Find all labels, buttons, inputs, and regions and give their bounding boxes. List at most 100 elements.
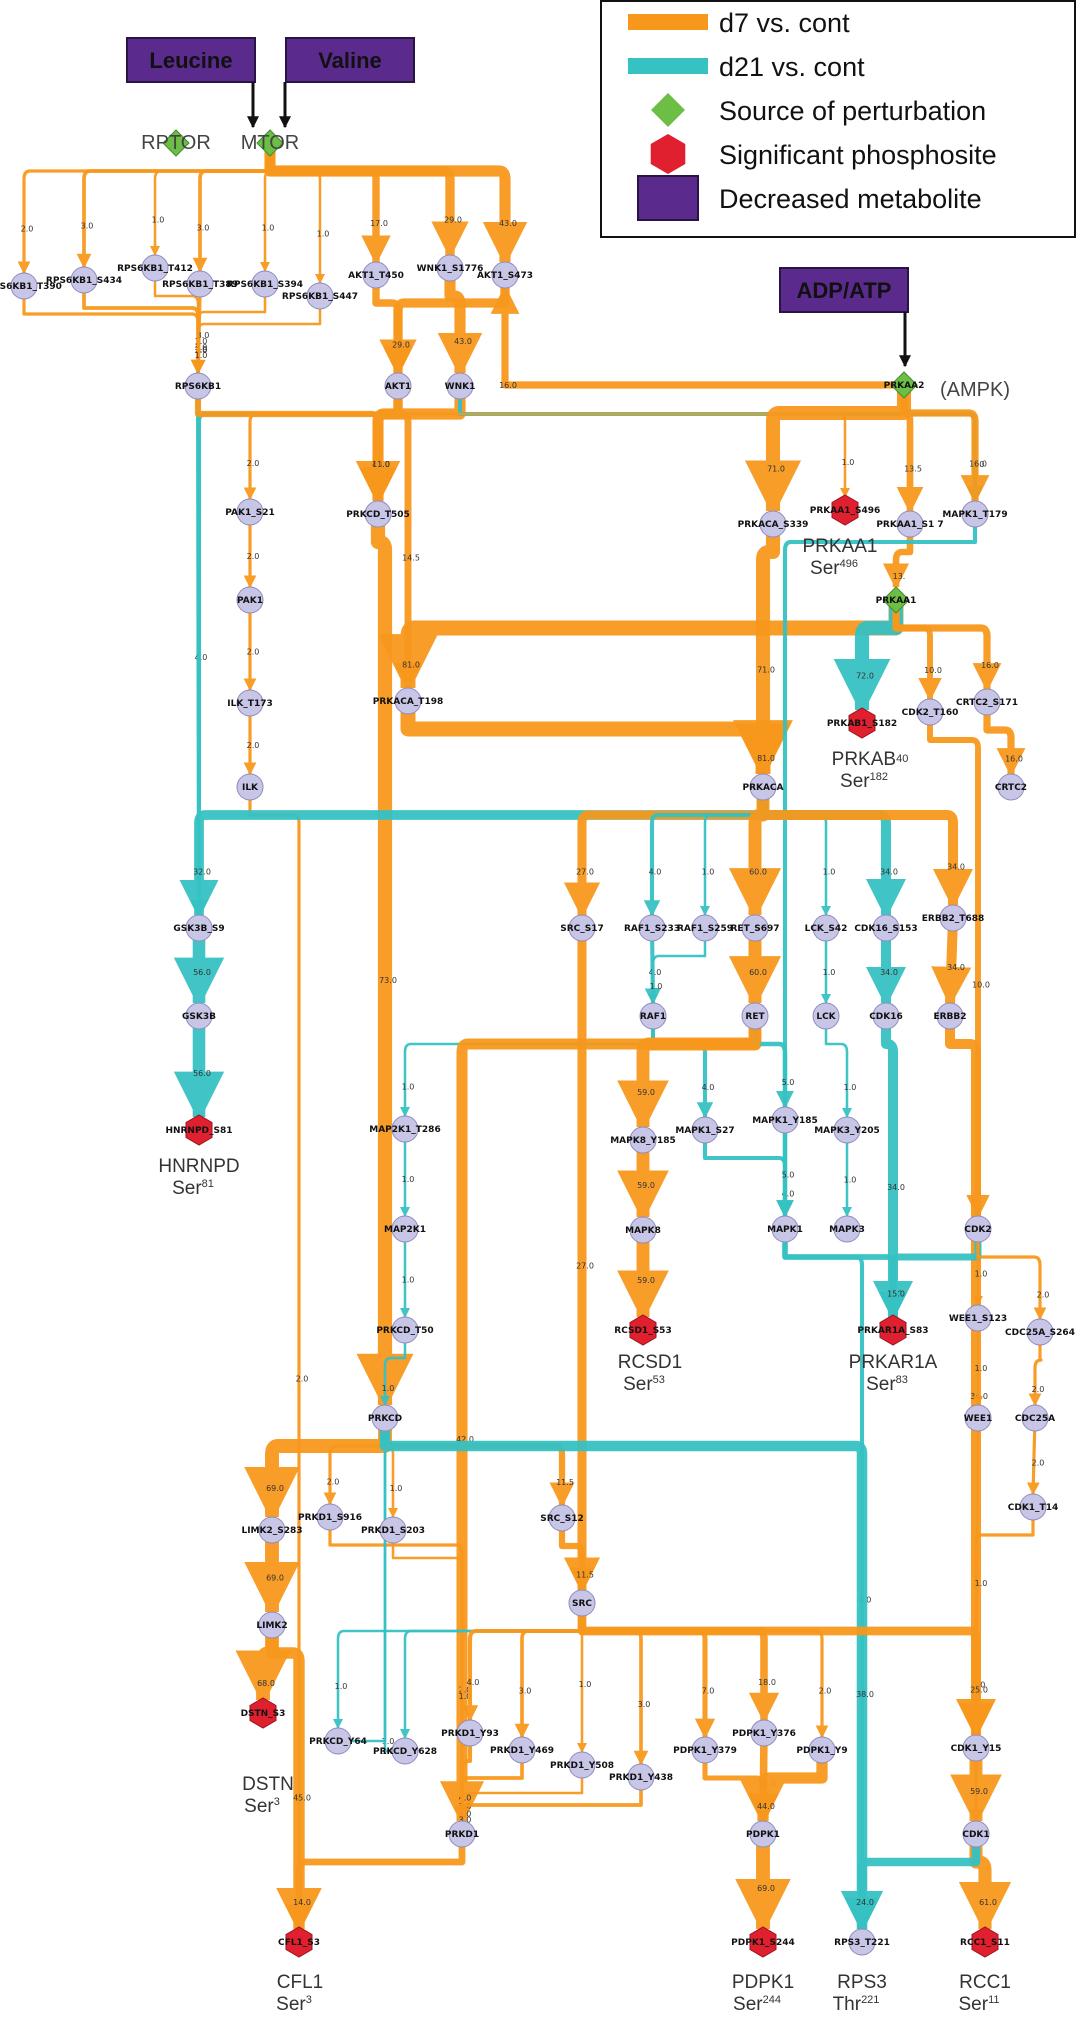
node-gsk3b-s9[interactable]: GSK3B_S9 bbox=[173, 914, 225, 942]
node-prkcd-y628[interactable]: PRKCD_Y628 bbox=[373, 1737, 437, 1765]
node-limk2[interactable]: LIMK2 bbox=[256, 1611, 288, 1639]
node-raf1-s233[interactable]: RAF1_S233 bbox=[624, 914, 680, 942]
node-prkcd-t505[interactable]: PRKCD_T505 bbox=[346, 500, 410, 528]
node-prkd1-y469[interactable]: PRKD1_Y469 bbox=[490, 1736, 554, 1764]
node-rptor[interactable]: RPTOR bbox=[141, 129, 211, 157]
node-prkaa1-s17[interactable]: PRKAA1_S1 7 bbox=[876, 510, 944, 538]
node-src[interactable]: SRC bbox=[568, 1589, 596, 1617]
node-cfl1-s3[interactable]: CFL1_S3 bbox=[278, 1926, 320, 1958]
node-rps6kb1[interactable]: RPS6KB1 bbox=[175, 372, 221, 400]
node-lck-s42[interactable]: LCK_S42 bbox=[805, 914, 848, 942]
node-circle bbox=[872, 914, 900, 942]
node-raf1[interactable]: RAF1 bbox=[639, 1002, 667, 1030]
node-prkaca[interactable]: PRKACA bbox=[742, 773, 784, 801]
node-wee1-s123[interactable]: WEE1_S123 bbox=[949, 1304, 1007, 1332]
node-rps6kb1-s434[interactable]: RPS6KB1_S434 bbox=[46, 266, 122, 294]
node-akt1[interactable]: AKT1 bbox=[384, 372, 412, 400]
node-circle bbox=[324, 1727, 352, 1755]
node-mapk8[interactable]: MAPK8 bbox=[625, 1216, 661, 1244]
node-wee1[interactable]: WEE1 bbox=[964, 1404, 993, 1432]
node-rps6kb1-t412[interactable]: RPS6KB1_T412 bbox=[117, 254, 193, 282]
edge-cdk2-to-cdc25a-s264 bbox=[976, 1229, 1047, 1321]
node-pak1[interactable]: PAK1 bbox=[236, 586, 264, 614]
node-prkd1[interactable]: PRKD1 bbox=[445, 1820, 479, 1848]
node-rps3-t221[interactable]: RPS3_T221 bbox=[834, 1928, 890, 1956]
node-prkd1-y438[interactable]: PRKD1_Y438 bbox=[609, 1763, 673, 1791]
node-crtc2[interactable]: CRTC2 bbox=[995, 773, 1027, 801]
node-rcc1-s11[interactable]: RCC1_S11 bbox=[960, 1926, 1010, 1958]
node-pdpk1-y9[interactable]: PDPK1_Y9 bbox=[796, 1736, 848, 1764]
node-hnrnpd-s81[interactable]: HNRNPD_S81 bbox=[165, 1114, 233, 1146]
node-cdk1-y15[interactable]: CDK1_Y15 bbox=[951, 1734, 1002, 1762]
node-pak1-s21[interactable]: PAK1_S21 bbox=[225, 498, 275, 526]
edge-weight-label: 1.0 bbox=[975, 1270, 988, 1279]
edge-weight-label: 59.0 bbox=[637, 1088, 655, 1097]
node-akt1-t450[interactable]: AKT1_T450 bbox=[348, 261, 404, 289]
node-ilk[interactable]: ILK bbox=[236, 773, 264, 801]
edge-akt1-s473-to-akt1 bbox=[379, 275, 510, 377]
node-ret[interactable]: RET bbox=[741, 1002, 769, 1030]
edge-weight-label: 34.0 bbox=[880, 968, 898, 977]
node-mapk1-y185[interactable]: MAPK1_Y185 bbox=[752, 1106, 818, 1134]
node-wnk1-s1776[interactable]: WNK1_S1776 bbox=[417, 254, 484, 282]
node-map2k1-t286[interactable]: MAP2K1_T286 bbox=[369, 1115, 441, 1143]
node-rps6kb1-t389[interactable]: RPS6KB1_T389 bbox=[162, 270, 238, 298]
node-akt1-s473[interactable]: AKT1_S473 bbox=[477, 261, 533, 289]
edge-cdk1-to-rps3-t221 bbox=[844, 1834, 981, 1933]
node-label: WNK1_S1776 bbox=[417, 264, 484, 274]
node-mapk3[interactable]: MAPK3 bbox=[829, 1215, 865, 1243]
node-mapk8-y185[interactable]: MAPK8_Y185 bbox=[610, 1126, 676, 1154]
node-pdpk1-y376[interactable]: PDPK1_Y376 bbox=[732, 1719, 796, 1747]
edge-weight-label: 60.0 bbox=[749, 868, 767, 877]
node-erbb2-t688[interactable]: ERBB2_T688 bbox=[922, 904, 985, 932]
node-prkcd-y64[interactable]: PRKCD_Y64 bbox=[309, 1727, 367, 1755]
node-dstn-s3[interactable]: DSTN_S3 bbox=[241, 1697, 286, 1729]
edge-mtor-to-rps6kb1-s447 bbox=[268, 143, 326, 285]
node-prkaa1[interactable]: PRKAA1 bbox=[876, 586, 917, 614]
node-pdpk1-s244[interactable]: PDPK1_S244 bbox=[731, 1926, 795, 1958]
node-prkd1-y508[interactable]: PRKD1_Y508 bbox=[550, 1751, 614, 1779]
node-gsk3b[interactable]: GSK3B bbox=[182, 1002, 216, 1030]
node-raf1-s259[interactable]: RAF1_S259 bbox=[677, 914, 733, 942]
node-mapk1-s27[interactable]: MAPK1_S27 bbox=[675, 1116, 735, 1144]
node-cdc25a-s264[interactable]: CDC25A_S264 bbox=[1005, 1318, 1075, 1346]
node-src-s17[interactable]: SRC_S17 bbox=[560, 914, 604, 942]
node-erbb2[interactable]: ERBB2 bbox=[933, 1002, 967, 1030]
node-mapk3-y205[interactable]: MAPK3_Y205 bbox=[814, 1116, 880, 1144]
node-prkar1a-s83[interactable]: PRKAR1A_S83 bbox=[857, 1314, 929, 1346]
node-prkcd-t50[interactable]: PRKCD_T50 bbox=[376, 1316, 434, 1344]
node-lck[interactable]: LCK bbox=[812, 1002, 840, 1030]
node-rps6kb1-s394[interactable]: RPS6KB1_S394 bbox=[227, 270, 303, 298]
node-ilk-t173[interactable]: ILK_T173 bbox=[227, 689, 273, 717]
node-cdk16[interactable]: CDK16 bbox=[869, 1002, 903, 1030]
node-cdk1-t14[interactable]: CDK1_T14 bbox=[1008, 1493, 1058, 1521]
node-crtc2-s171[interactable]: CRTC2_S171 bbox=[956, 688, 1018, 716]
node-pdpk1[interactable]: PDPK1 bbox=[746, 1820, 780, 1848]
node-mtor[interactable]: MTOR bbox=[241, 129, 300, 157]
node-pdpk1-y379[interactable]: PDPK1_Y379 bbox=[673, 1736, 737, 1764]
node-rps6kb1-t390[interactable]: RPS6KB1_T390 bbox=[0, 272, 62, 300]
node-ret-s697[interactable]: RET_S697 bbox=[731, 914, 780, 942]
node-prkd1-s916[interactable]: PRKD1_S916 bbox=[298, 1503, 362, 1531]
node-cdc25a[interactable]: CDC25A bbox=[1015, 1404, 1055, 1432]
node-rcsd1-s53[interactable]: RCSD1_S53 bbox=[614, 1314, 672, 1346]
node-cdk2[interactable]: CDK2 bbox=[964, 1215, 992, 1243]
node-prkcd[interactable]: PRKCD bbox=[368, 1404, 402, 1432]
node-limk2-s283[interactable]: LIMK2_S283 bbox=[241, 1516, 303, 1544]
node-prkaca-t198[interactable]: PRKACA_T198 bbox=[373, 687, 443, 715]
node-prkd1-s203[interactable]: PRKD1_S203 bbox=[361, 1516, 425, 1544]
node-prkd1-y93[interactable]: PRKD1_Y93 bbox=[441, 1719, 499, 1747]
node-src-s12[interactable]: SRC_S12 bbox=[540, 1504, 584, 1532]
node-cdk2-t160[interactable]: CDK2_T160 bbox=[902, 698, 959, 726]
node-wnk1[interactable]: WNK1 bbox=[445, 372, 476, 400]
node-mapk1[interactable]: MAPK1 bbox=[767, 1215, 803, 1243]
node-cdk1[interactable]: CDK1 bbox=[962, 1820, 990, 1848]
node-prkab1-s182[interactable]: PRKAB1_S182 bbox=[827, 707, 897, 739]
node-prkaa2[interactable]: PRKAA2 bbox=[884, 371, 925, 399]
node-map2k1[interactable]: MAP2K1 bbox=[384, 1215, 426, 1243]
node-rps6kb1-s447[interactable]: RPS6KB1_S447 bbox=[282, 282, 358, 310]
node-prkaa1-s496[interactable]: PRKAA1_S496 bbox=[810, 494, 880, 526]
node-cdk16-s153[interactable]: CDK16_S153 bbox=[854, 914, 918, 942]
node-mapk1-t179[interactable]: MAPK1_T179 bbox=[942, 500, 1008, 528]
node-prkaca-s339[interactable]: PRKACA_S339 bbox=[738, 510, 809, 538]
